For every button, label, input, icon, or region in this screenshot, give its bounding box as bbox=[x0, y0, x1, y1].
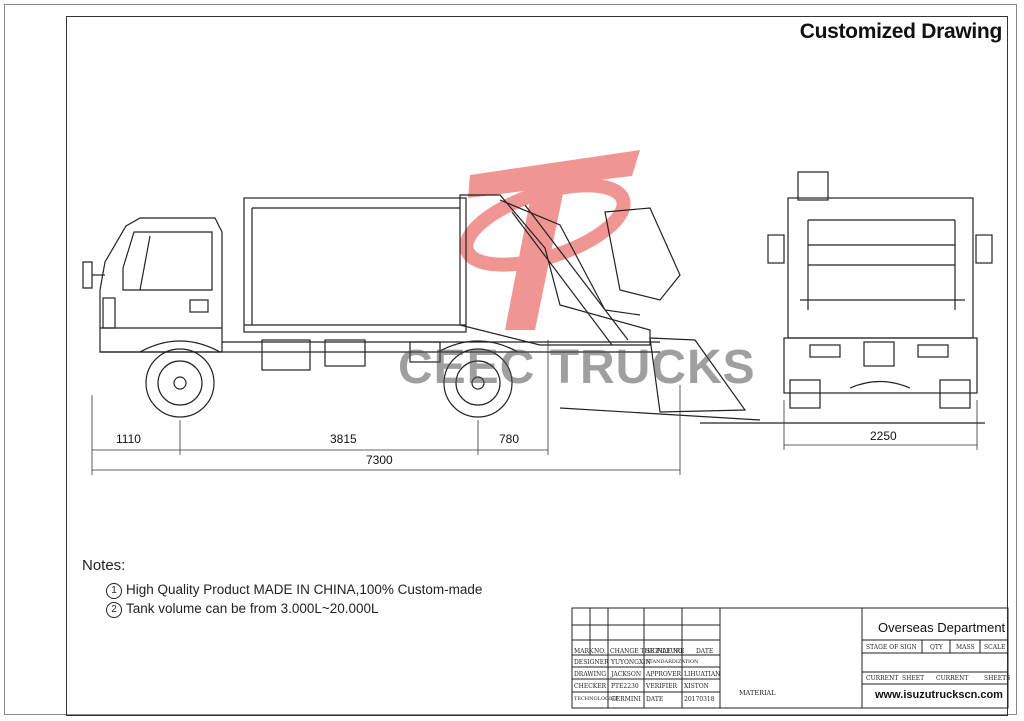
watermark-logo bbox=[459, 150, 640, 330]
tb-cell: APPROVER bbox=[646, 671, 681, 678]
dim-rear-overhang: 780 bbox=[499, 432, 520, 446]
scale-label: SCALE bbox=[984, 644, 1006, 651]
tb-header-change: CHANGE THE FILE NO. bbox=[610, 648, 685, 655]
drawing-title: Customized Drawing bbox=[799, 20, 1003, 43]
tb-cell: CHECKER bbox=[574, 683, 607, 690]
dim-overall-length: 7300 bbox=[366, 453, 393, 467]
tb-cell: DATE bbox=[646, 696, 664, 703]
sheet-label: SHEET bbox=[902, 675, 925, 682]
tb-cell: LIHUATIAN bbox=[684, 671, 721, 678]
department-label: Overseas Department bbox=[878, 620, 1006, 635]
tb-header-mark: MARK bbox=[574, 648, 594, 655]
tb-header-no: NO. bbox=[594, 648, 606, 655]
watermark-text: CEEC TRUCKS bbox=[398, 341, 756, 394]
dim-overall-width: 2250 bbox=[870, 429, 897, 443]
drawing-border bbox=[66, 16, 1008, 716]
front-view bbox=[700, 171, 993, 424]
dim-wheelbase: 3815 bbox=[330, 432, 357, 446]
tb-header-signature: SIGNATURE bbox=[646, 648, 685, 655]
title-block bbox=[571, 607, 1009, 709]
notes-heading: Notes: bbox=[82, 557, 126, 574]
tb-cell: STANDARDIZATION bbox=[646, 659, 699, 665]
dim-front-overhang: 1110 bbox=[116, 432, 141, 446]
tb-header-date: DATE bbox=[696, 648, 714, 655]
note-number: 2 bbox=[106, 602, 122, 618]
tb-cell: TECHNOLOGIST bbox=[574, 696, 618, 702]
note-number: 1 bbox=[106, 583, 122, 599]
note-text: Tank volume can be from 3.000L~20.000L bbox=[126, 601, 379, 616]
tb-cell: GERMINI bbox=[611, 696, 641, 703]
tb-cell: DESIGNER bbox=[574, 659, 609, 666]
tb-cell: 20170318 bbox=[684, 696, 715, 703]
tb-cell: PTE2230 bbox=[611, 683, 639, 690]
stage-label: STAGE OF SIGN bbox=[866, 644, 917, 651]
front-dimension-lines bbox=[783, 400, 978, 450]
note-text: High Quality Product MADE IN CHINA,100% … bbox=[126, 582, 483, 597]
tb-cell: XISTON bbox=[684, 683, 709, 690]
tb-cell: JACKSON bbox=[611, 671, 642, 678]
notes-section: Notes: 1 High Quality Product MADE IN CHI… bbox=[82, 557, 482, 618]
qty-label: QTY bbox=[930, 644, 943, 651]
sheet-label: CURRENT bbox=[936, 675, 969, 682]
sheet-label: CURRENT bbox=[866, 675, 899, 682]
tb-cell: DRAWING bbox=[574, 671, 606, 678]
side-view bbox=[82, 194, 761, 421]
tb-cell: YUYONGXIN bbox=[611, 659, 651, 666]
note-item: 1 High Quality Product MADE IN CHINA,100%… bbox=[106, 580, 482, 599]
outer-frame bbox=[4, 4, 1017, 715]
note-item: 2 Tank volume can be from 3.000L~20.000L bbox=[106, 599, 482, 618]
dimension-lines bbox=[91, 340, 681, 475]
website-link[interactable]: www.isuzutruckscn.com bbox=[875, 689, 1003, 701]
sheet-label: SHEETS bbox=[984, 675, 1011, 682]
mass-label: MASS bbox=[956, 644, 975, 651]
material-label: MATERIAL bbox=[739, 689, 776, 697]
tb-cell: VERIFIER bbox=[646, 683, 678, 690]
